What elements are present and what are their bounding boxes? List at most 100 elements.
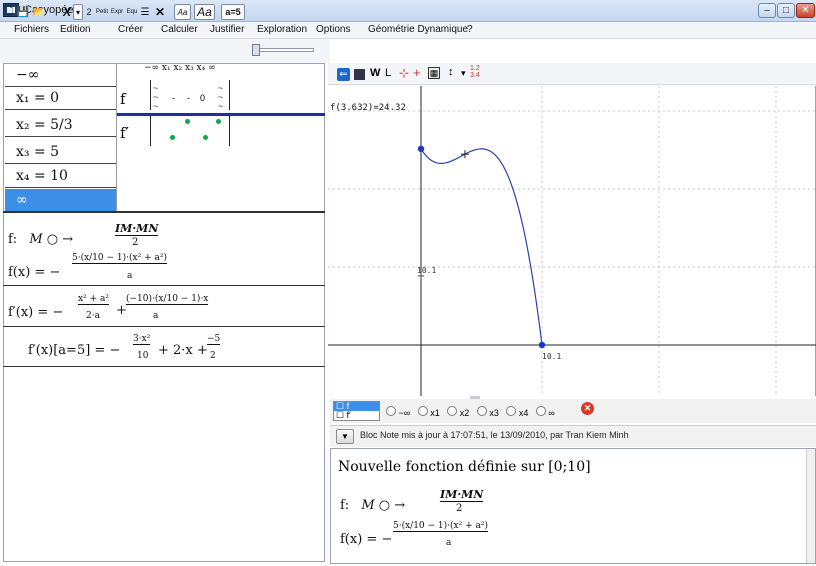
notes-dropdown-icon[interactable]: ▼ (336, 429, 354, 444)
list-icon[interactable]: ☰ (140, 6, 150, 18)
f-row-values: ~~~ (218, 83, 224, 111)
graph-readout: f(3.632)=24.32 (330, 103, 406, 113)
menu-help[interactable]: ? (467, 24, 473, 35)
menu-fichiers[interactable]: Fichiers (14, 24, 50, 35)
function-list[interactable]: ☐ f ☐ f′ (333, 401, 380, 421)
variation-table-f-row (150, 80, 230, 110)
left-panel (3, 63, 325, 562)
bound-item[interactable]: x₄ = 10 (5, 165, 116, 188)
function-curve[interactable] (420, 148, 543, 346)
f-expr-denominator: a (127, 271, 133, 281)
function-list-item[interactable]: ☐ f (334, 402, 379, 411)
fprime-term1-den: 2·a (86, 311, 100, 321)
plus-icon[interactable]: + (413, 65, 421, 80)
sign-dot (203, 135, 208, 140)
fprime-expression: f′(x) = − (8, 305, 64, 320)
curve-marker-point[interactable] (460, 150, 469, 159)
bounds-list: −∞ x₁ = 0 x₂ = 5/3 x₃ = 5 x₄ = 10 ∞ (5, 64, 116, 211)
expr-button[interactable]: Expr (110, 9, 124, 15)
fprime-a5-term1-den: 10 (137, 351, 149, 361)
splitter-handle[interactable] (470, 396, 480, 399)
x-variable-button[interactable]: X (62, 5, 71, 19)
w-button[interactable]: W (370, 67, 381, 79)
maximize-button[interactable]: □ (777, 3, 795, 18)
bound-item[interactable]: −∞ (5, 64, 116, 87)
f-expression: f(x) = − (8, 265, 61, 280)
menu-edition[interactable]: Edition (60, 24, 91, 35)
grid-lines (328, 86, 816, 396)
font-large-button[interactable]: Aa (194, 4, 215, 20)
notes-status: Bloc Note mis à jour à 17:07:51, le 13/0… (360, 430, 629, 440)
sign-dot (216, 119, 221, 124)
font-small-button[interactable]: Aa (174, 4, 191, 20)
variation-table-header: −∞ x₁ x₂ x₃ x₄ ∞ (144, 63, 216, 73)
menu-calculer[interactable]: Calculer (161, 24, 198, 35)
menu-options[interactable]: Options (316, 24, 351, 35)
fraction-dropdown-icon[interactable]: ▾ (73, 4, 83, 20)
fprime-term1-num: x² + a² (78, 294, 109, 305)
radio-x1[interactable]: x1 (417, 406, 440, 418)
radio-x2[interactable]: x2 (447, 406, 469, 418)
menu-creer[interactable]: Créer (118, 24, 144, 35)
curve-start-point[interactable] (417, 145, 425, 153)
grid-icon[interactable]: ▦ (428, 67, 440, 79)
notes-scrollbar[interactable] (806, 449, 815, 563)
new-file-icon[interactable]: 🗋 (4, 5, 14, 17)
bound-item[interactable]: x₂ = 5/3 (5, 114, 116, 137)
parameter-slider-thumb[interactable] (252, 44, 260, 56)
graph-area[interactable] (328, 86, 816, 396)
window-title: Casyopée - (24, 4, 81, 16)
parameter-slider-track[interactable] (258, 48, 314, 52)
bound-item-selected[interactable]: ∞ (5, 189, 116, 211)
function-choice-bar (330, 399, 816, 423)
menu-exploration[interactable]: Exploration (257, 24, 308, 35)
notes-f-numerator: IM·MN (440, 488, 484, 502)
bound-item[interactable]: x₃ = 5 (5, 141, 116, 164)
menu-bar (0, 22, 816, 39)
fprime-term2-num: (−10)·(x/10 − 1)·x (126, 294, 209, 305)
f-def-var: M ○ → (29, 232, 74, 247)
dropdown-arrow-icon[interactable]: ▾ (461, 68, 466, 78)
open-folder-icon[interactable]: 📂 (32, 6, 46, 18)
variation-table-separator (117, 113, 325, 116)
function-list-item[interactable]: ☐ f′ (336, 410, 351, 420)
fraction-button[interactable]: 2 (86, 7, 92, 17)
save-icon[interactable]: 💾 (16, 6, 30, 18)
bound-item[interactable]: x₁ = 0 (5, 87, 116, 110)
formula-divider (3, 285, 325, 286)
f-definition: f: M ○ → (8, 232, 73, 247)
radio-x4[interactable]: x4 (506, 406, 528, 418)
sign-dot (185, 119, 190, 124)
square-icon[interactable] (354, 69, 365, 80)
minimize-button[interactable]: – (758, 3, 776, 18)
l-button[interactable]: L (385, 67, 392, 79)
delete-button[interactable]: ✕ (154, 5, 166, 19)
notes-f-denominator: 2 (456, 503, 463, 514)
panel-divider (3, 211, 325, 213)
fprime-a5-term3-den: 2 (210, 351, 216, 361)
close-button[interactable]: ✕ (796, 3, 815, 18)
fprime-plus: + (116, 303, 127, 318)
notes-heading: Nouvelle fonction définie sur [0;10] (338, 459, 591, 475)
back-arrow-icon[interactable]: ⇐ (337, 68, 350, 81)
close-circle-icon[interactable]: ✕ (581, 402, 594, 415)
petit-button[interactable]: Petit (95, 9, 108, 15)
radio-minus-inf[interactable]: −∞ (386, 406, 410, 418)
fprime-a5-expression: f′(x)[a=5] = − (28, 343, 121, 358)
variation-table-f-label: f (120, 90, 126, 108)
menu-geometrie-dynamique[interactable]: Géométrie Dynamique (368, 24, 469, 35)
parameter-a-value[interactable]: a=5 (221, 4, 245, 20)
vertical-arrow-icon[interactable]: ↕ (448, 66, 454, 78)
radio-x3[interactable]: x3 (476, 406, 499, 418)
app-icon (3, 3, 19, 17)
axis-cross-icon[interactable]: ⊹ (399, 66, 410, 80)
notes-area[interactable] (330, 448, 816, 564)
curve-end-point[interactable] (538, 341, 546, 349)
equ-button[interactable]: Equ (126, 9, 138, 15)
notes-f-expression: f(x) = − (340, 532, 393, 547)
graph-svg[interactable] (328, 86, 816, 396)
f-def-numerator: IM·MN (115, 222, 159, 236)
menu-justifier[interactable]: Justifier (210, 24, 245, 35)
radio-inf[interactable]: ∞ (535, 406, 555, 418)
